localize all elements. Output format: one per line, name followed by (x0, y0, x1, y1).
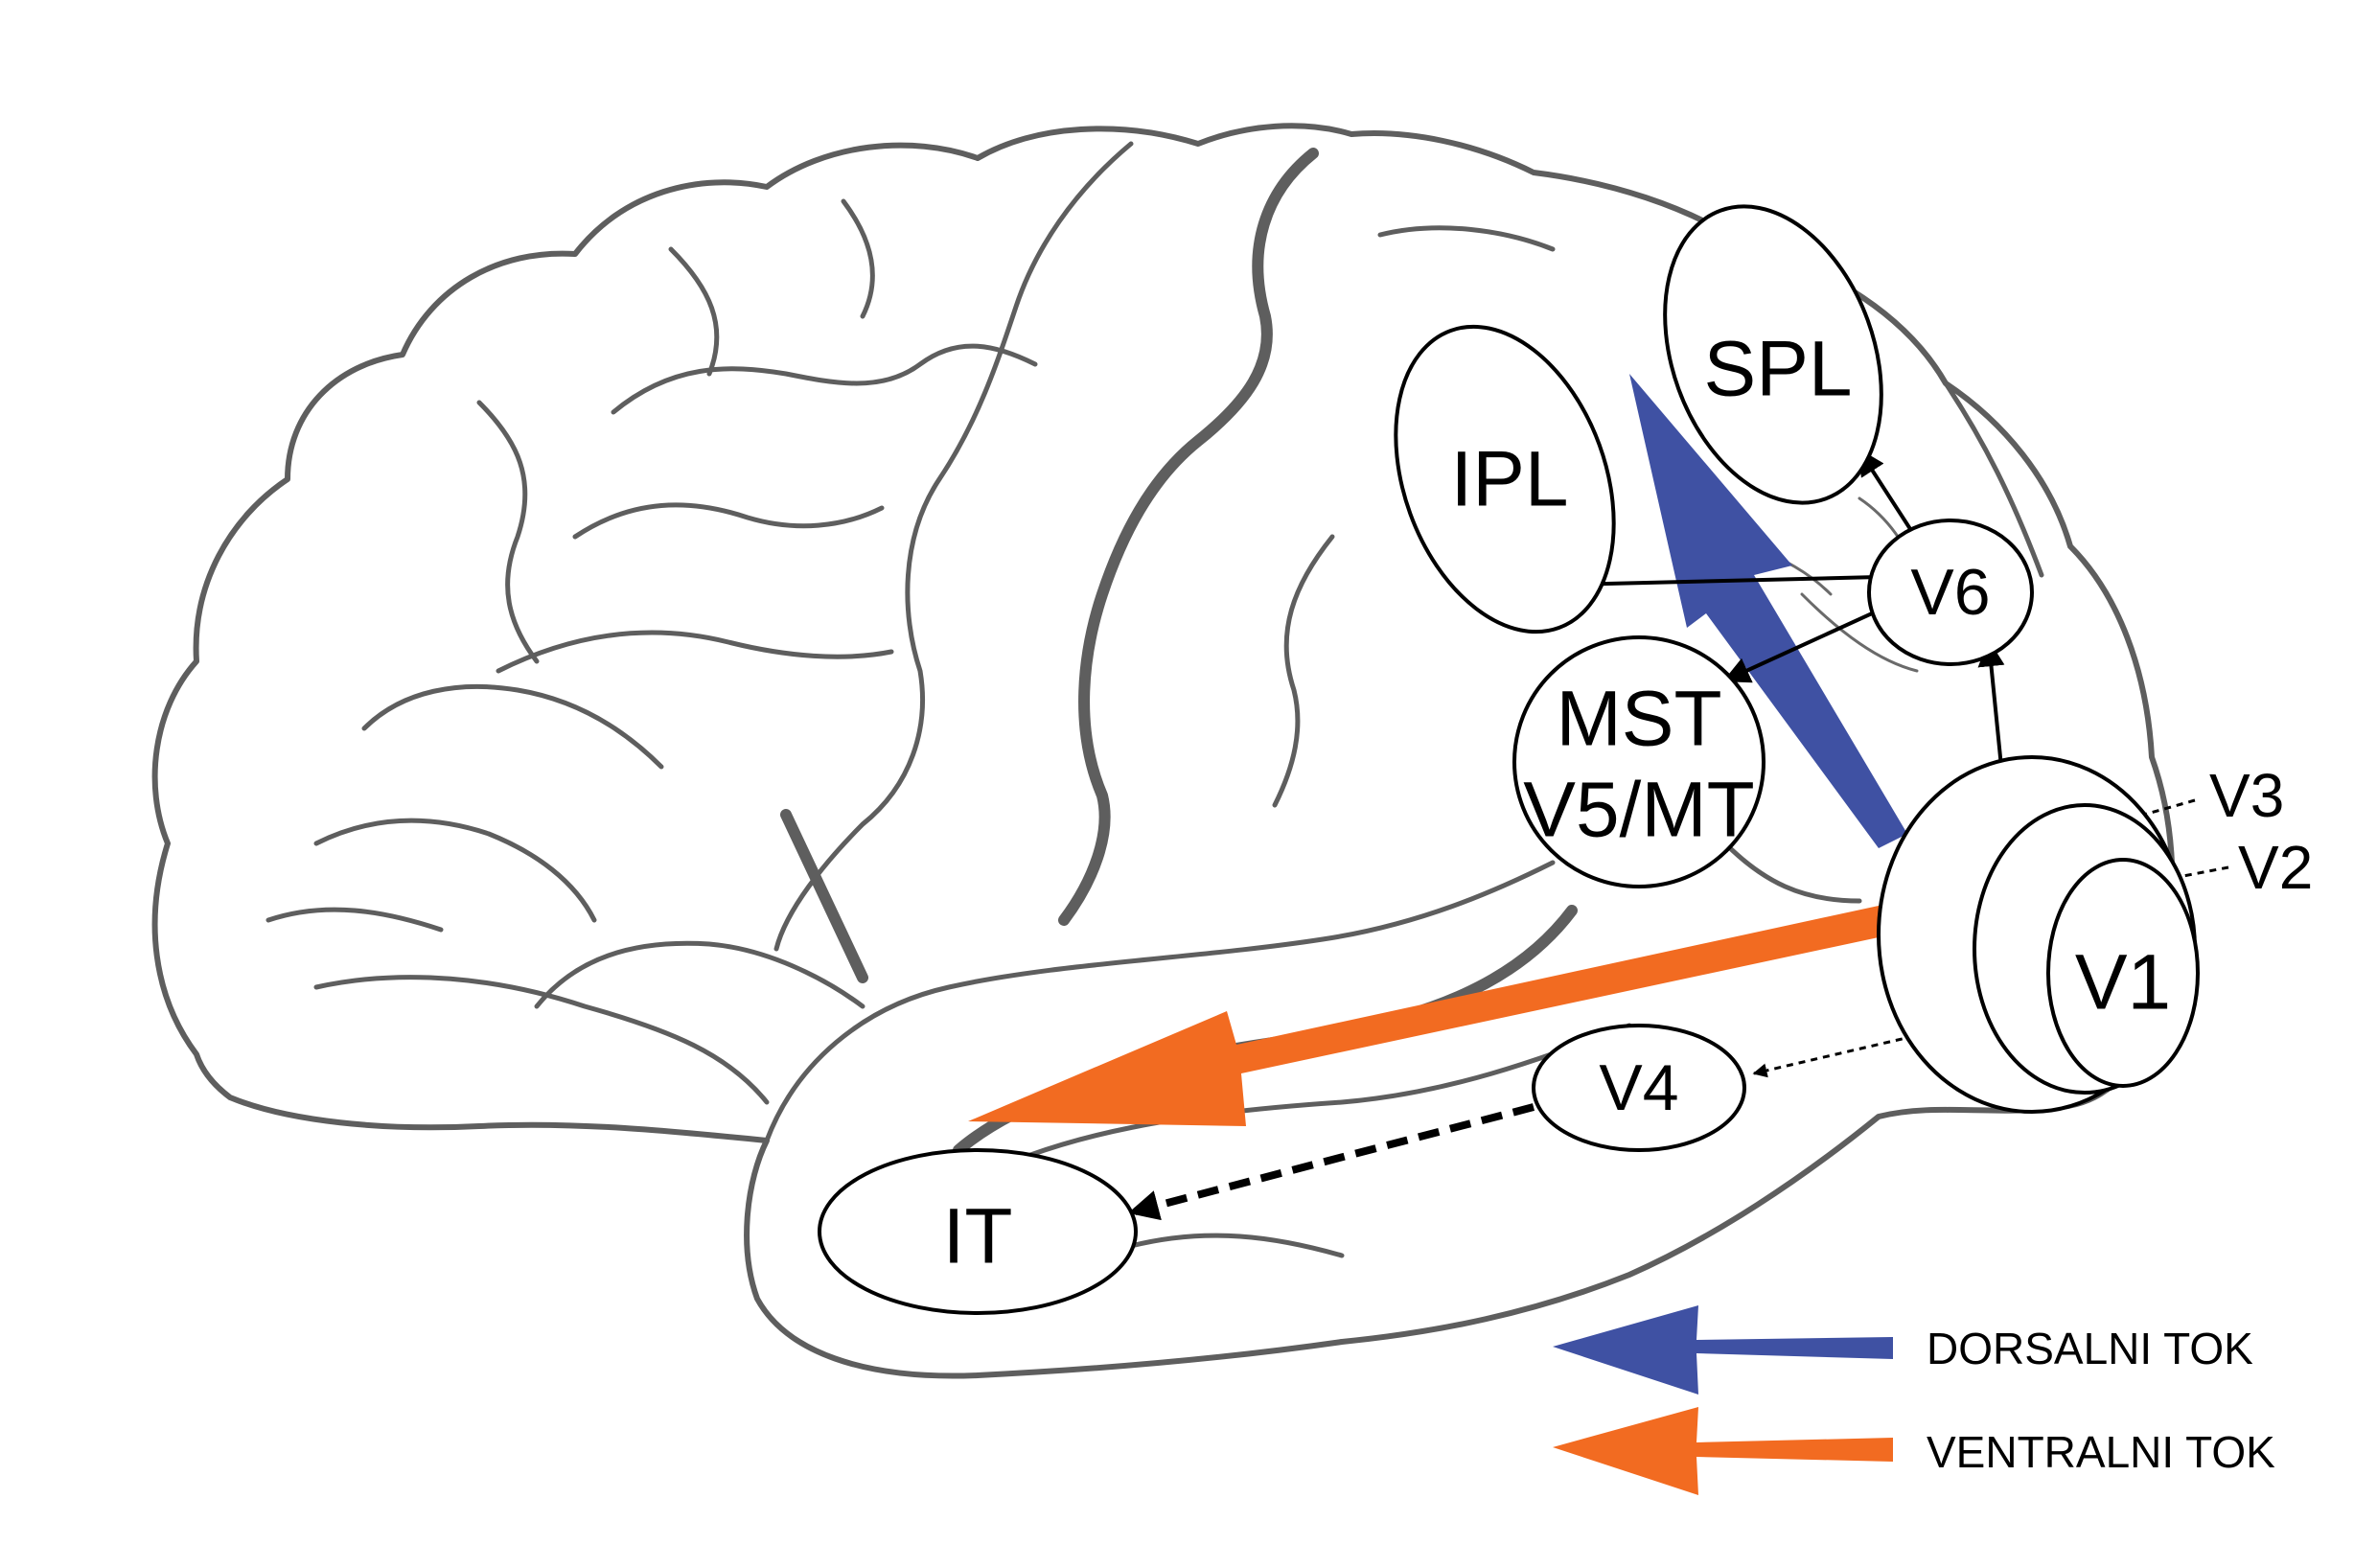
area-it-label: IT (943, 1193, 1013, 1280)
area-v4: V4 (1532, 1024, 1746, 1152)
legend: DORSALNI TOK VENTRALNI TOK (1553, 1305, 2275, 1495)
area-ipl-label: IPL (1450, 436, 1568, 523)
area-mst-label: MST (1556, 676, 1721, 763)
brain-sulci (265, 141, 2044, 1258)
area-v1-label: V1 (2075, 939, 2171, 1026)
ventral-stream-arrow (968, 906, 1879, 1126)
brain-outline (151, 123, 2176, 1379)
arrow-v6-mst (1722, 602, 1894, 683)
legend-ventral: VENTRALNI TOK (1553, 1407, 2275, 1495)
area-v6: V6 (1867, 519, 2034, 666)
connection-arrows (1127, 448, 2229, 1221)
pointer-v3 (2097, 798, 2196, 831)
area-v2-label: V2 (2238, 833, 2313, 902)
area-v5mt-label: V5/MT (1523, 767, 1754, 854)
dorsal-stream-arrow (1629, 374, 1907, 848)
area-v6-label: V6 (1910, 556, 1990, 629)
arrow-v1-v4 (1752, 1031, 1927, 1078)
area-v3-label: V3 (2209, 761, 2284, 830)
area-it: IT (818, 1148, 1138, 1315)
legend-dorsal-arrow (1553, 1305, 1893, 1395)
area-v1: V1 (2046, 858, 2200, 1088)
arrow-v6-ipl (1564, 570, 1880, 598)
legend-ventral-arrow (1553, 1407, 1893, 1495)
arrow-v6-spl (1858, 448, 1914, 534)
area-mst: MST V5/MT (1512, 635, 1765, 888)
arrow-v4-it (1127, 1103, 1535, 1221)
legend-dorsal-label: DORSALNI TOK (1927, 1324, 2253, 1373)
area-spl: SPL (1663, 204, 1883, 505)
area-ipl: IPL (1394, 324, 1616, 634)
legend-dorsal: DORSALNI TOK (1553, 1305, 2253, 1395)
area-spl-label: SPL (1704, 326, 1853, 413)
area-v4-label: V4 (1599, 1051, 1678, 1124)
legend-ventral-label: VENTRALNI TOK (1927, 1427, 2275, 1477)
